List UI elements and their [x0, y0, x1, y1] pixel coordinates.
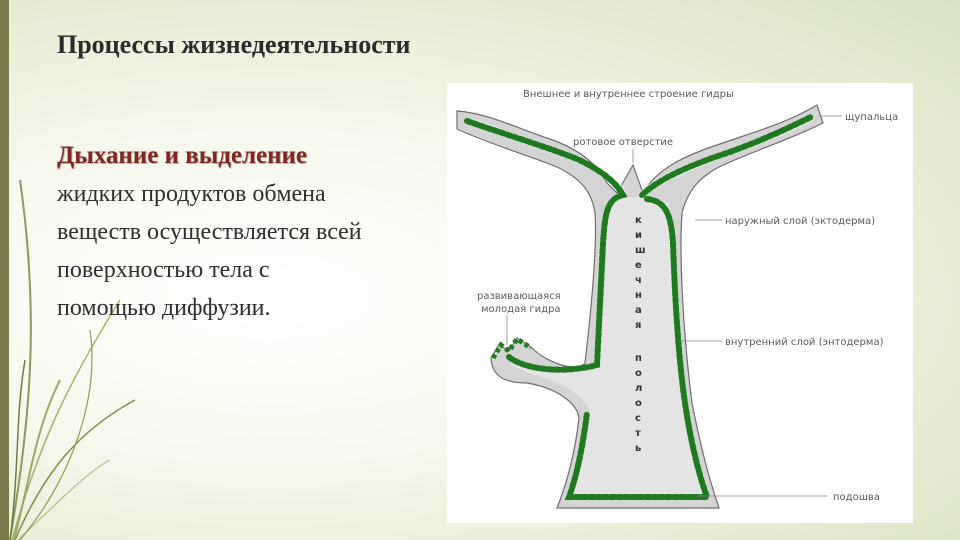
- cavity-letter: и: [635, 230, 642, 241]
- cavity-letter: я: [635, 320, 641, 331]
- body-line-1: жидких продуктов обмена: [57, 181, 326, 207]
- label-tentacles: щупальца: [845, 112, 898, 123]
- leader-lines: [506, 115, 842, 497]
- cavity-letter: е: [635, 260, 642, 271]
- label-ectoderm: наружный слой (эктодерма): [725, 216, 875, 227]
- hydra-cavity: [471, 115, 813, 495]
- left-accent-bar: [0, 0, 9, 540]
- cavity-word-1: к и ш е ч н а я: [635, 215, 646, 331]
- cavity-letter: с: [635, 413, 641, 424]
- cavity-letter: ь: [635, 443, 641, 454]
- grass-decoration: [9, 179, 136, 540]
- label-bud-line-2: молодая гидра: [481, 304, 561, 315]
- slide-title: Процессы жизнедеятельности: [57, 30, 411, 59]
- diagram-caption: Внешнее и внутреннее строение гидры: [523, 89, 734, 100]
- hydra-bud: [490, 335, 533, 360]
- hydra-diagram-panel: Внешнее и внутреннее строение гидры щупа…: [447, 83, 913, 523]
- body-heading: Дыхание и выделение: [57, 142, 307, 169]
- cavity-letter: т: [635, 428, 641, 439]
- hydra-diagram: Внешнее и внутреннее строение гидры щупа…: [456, 89, 898, 509]
- cavity-letter: к: [635, 215, 642, 226]
- cavity-letter: п: [635, 353, 642, 364]
- cavity-letter: о: [635, 398, 642, 409]
- cavity-word-2: п о л о с т ь: [635, 353, 642, 454]
- label-sole: подошва: [833, 492, 880, 503]
- label-mouth: ротовое отверстие: [573, 137, 673, 148]
- cavity-letter: ш: [635, 245, 646, 256]
- body-line-2: веществ осуществляется всей: [57, 219, 362, 245]
- hydra-endoderm: [464, 114, 814, 500]
- cavity-letter: а: [635, 305, 642, 316]
- cavity-letter: ч: [635, 275, 642, 286]
- body-text: Дыхание и выделение жидких продуктов обм…: [57, 137, 447, 327]
- label-bud-line-1: развивающаяся: [477, 291, 561, 302]
- body-line-3: поверхностью тела с: [57, 257, 270, 283]
- label-endoderm: внутренний слой (энтодерма): [725, 337, 884, 348]
- body-line-4: помощью диффузии.: [57, 295, 271, 321]
- cavity-letter: л: [635, 383, 642, 394]
- cavity-letter: н: [635, 290, 642, 301]
- cavity-letter: о: [635, 368, 642, 379]
